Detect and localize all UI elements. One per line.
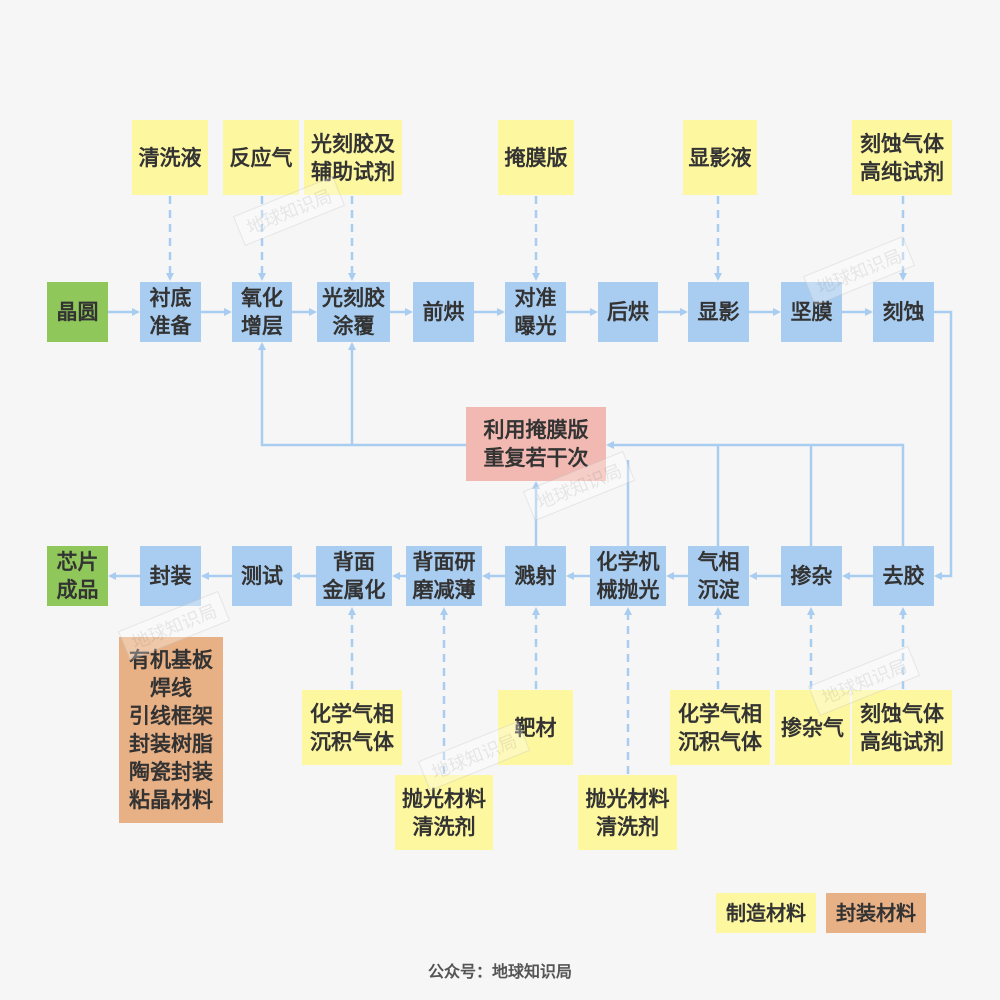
cmp-node: 化学机 械抛光 (590, 546, 666, 606)
vapor-deposition-node: 气相 沉淀 (688, 546, 749, 606)
align-expose-node: 对准 曝光 (505, 282, 566, 342)
packaging-node: 封装 (140, 546, 201, 606)
backside-grinding-node: 背面研 磨减薄 (406, 546, 482, 606)
substrate-prep-node: 衬底 准备 (140, 282, 201, 342)
mask-reuse-node: 利用掩膜版 重复若干次 (466, 407, 606, 481)
material-photomask: 掩膜版 (498, 120, 574, 195)
material-developer: 显影液 (683, 120, 757, 195)
etch-node: 刻蚀 (873, 282, 934, 342)
legend-packaging-materials: 封装材料 (826, 893, 926, 933)
sputtering-node: 溅射 (505, 546, 566, 606)
backside-metallization-node: 背面 金属化 (316, 546, 392, 606)
prebake-node: 前烘 (413, 282, 474, 342)
oxidation-node: 氧化 增层 (232, 282, 292, 342)
legend-manufacturing-materials: 制造材料 (716, 893, 816, 933)
material-etch-gas: 刻蚀气体 高纯试剂 (852, 690, 952, 765)
material-polishing-cleaner: 抛光材料 清洗剂 (395, 775, 493, 850)
postbake-node: 后烘 (598, 282, 658, 342)
wafer-node: 晶圆 (47, 282, 108, 342)
hardbake-node: 坚膜 (781, 282, 842, 342)
material-cleaning-liquid: 清洗液 (132, 120, 208, 195)
develop-node: 显影 (688, 282, 749, 342)
photoresist-coating-node: 光刻胶 涂覆 (317, 282, 390, 342)
finished-chip-node: 芯片 成品 (47, 546, 108, 606)
material-cvd-gas: 化学气相 沉积气体 (670, 690, 770, 765)
testing-node: 测试 (232, 546, 292, 606)
footer-credit: 公众号：地球知识局 (427, 962, 572, 981)
material-cvd-gas: 化学气相 沉积气体 (302, 690, 402, 765)
material-dopant-gas: 掺杂气 (775, 690, 850, 765)
doping-node: 掺杂 (781, 546, 842, 606)
material-reactive-gas: 反应气 (223, 120, 299, 195)
resist-strip-node: 去胶 (873, 546, 934, 606)
material-photoresist: 光刻胶及 辅助试剂 (304, 120, 402, 195)
material-target: 靶材 (498, 690, 573, 765)
flow-arrow (934, 310, 953, 580)
material-etch-gas: 刻蚀气体 高纯试剂 (852, 120, 952, 195)
packaging-materials-list: 有机基板 焊线 引线框架 封装树脂 陶瓷封装 粘晶材料 (119, 637, 223, 823)
feedback-arrow (258, 342, 466, 447)
feedback-arrow (606, 441, 905, 546)
material-polishing-cleaner: 抛光材料 清洗剂 (578, 775, 677, 850)
